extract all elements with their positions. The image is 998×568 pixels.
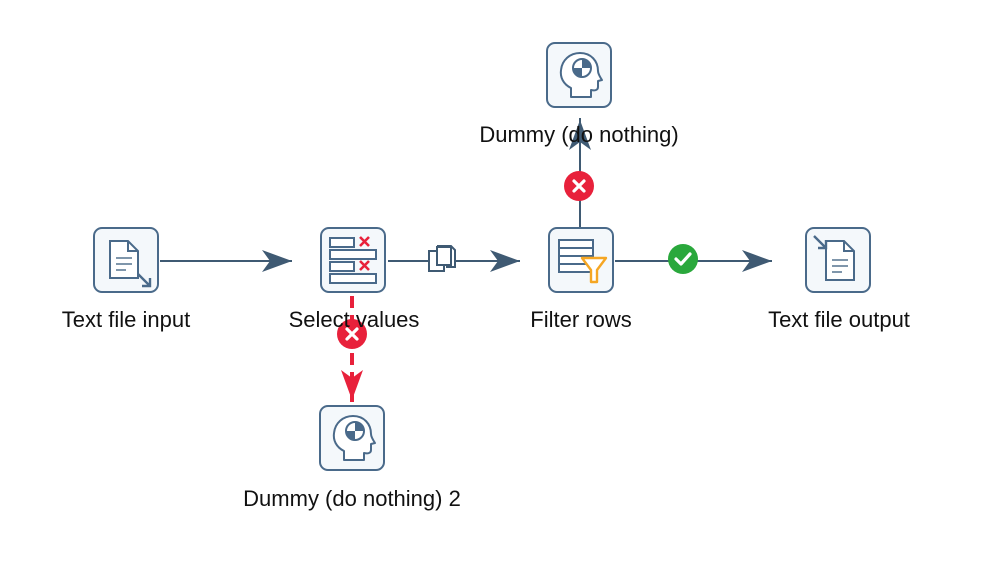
step-label-dummy: Dummy (do nothing): [479, 122, 679, 147]
copy-rows-icon: [428, 245, 456, 272]
hop-text-file-input-to-select-values[interactable]: [160, 250, 292, 272]
hop-select-values-to-dummy2-error[interactable]: [337, 296, 367, 402]
step-label-filter-rows: Filter rows: [530, 307, 632, 332]
select-values-icon: [329, 236, 377, 284]
text-file-output-icon: [813, 235, 855, 281]
hop-select-values-to-filter-rows[interactable]: [388, 245, 520, 272]
step-filter-rows[interactable]: [548, 227, 614, 293]
false-error-icon: [564, 171, 594, 201]
dummy-head-icon: [559, 52, 603, 98]
step-text-file-output[interactable]: [805, 227, 871, 293]
step-dummy-2[interactable]: [319, 405, 385, 471]
step-select-values[interactable]: [320, 227, 386, 293]
error-hop-icon: [337, 319, 367, 349]
dummy-head-icon: [332, 415, 376, 461]
step-label-dummy-2: Dummy (do nothing) 2: [243, 486, 461, 511]
hop-filter-rows-to-dummy[interactable]: [564, 118, 594, 227]
step-label-text-file-output: Text file output: [768, 307, 910, 332]
step-text-file-input[interactable]: [93, 227, 159, 293]
step-dummy[interactable]: [546, 42, 612, 108]
hop-filter-rows-to-text-file-output[interactable]: [615, 244, 772, 274]
true-check-icon: [668, 244, 698, 274]
step-label-text-file-input: Text file input: [61, 307, 191, 332]
step-label-select-values: Select values: [288, 307, 420, 332]
filter-rows-icon: [558, 239, 608, 284]
text-file-input-icon: [109, 240, 152, 288]
